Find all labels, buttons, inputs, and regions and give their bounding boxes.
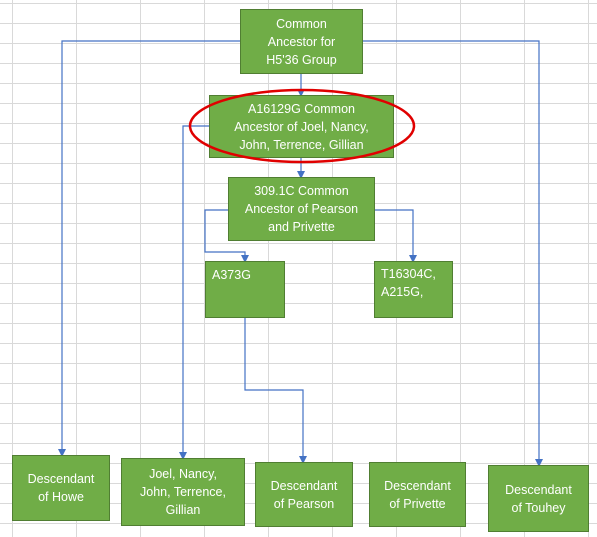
node-label: T16304C, A215G, xyxy=(381,267,436,299)
connector-a373g-to-pearson xyxy=(244,318,307,464)
connector-3091c-to-a373g xyxy=(204,209,249,263)
node-descendant-howe[interactable]: Descendant of Howe xyxy=(12,455,110,521)
node-a16129g[interactable]: A16129G Common Ancestor of Joel, Nancy, … xyxy=(209,95,394,158)
node-descendant-touhey[interactable]: Descendant of Touhey xyxy=(488,465,589,532)
node-descendant-pearson[interactable]: Descendant of Pearson xyxy=(255,462,353,527)
connector-root-to-touhey xyxy=(363,40,543,467)
node-common-ancestor-h5-36[interactable]: Common Ancestor for H5'36 Group xyxy=(240,9,363,74)
node-label: Descendant of Touhey xyxy=(505,482,572,515)
node-label: Joel, Nancy, John, Terrence, Gillian xyxy=(140,467,226,517)
node-label: A16129G Common Ancestor of Joel, Nancy, … xyxy=(234,101,369,152)
node-a373g[interactable]: A373G xyxy=(205,261,285,318)
node-label: 309.1C Common Ancestor of Pearson and Pr… xyxy=(244,184,359,234)
node-label: A373G xyxy=(212,268,251,282)
node-descendant-privette[interactable]: Descendant of Privette xyxy=(369,462,466,527)
node-label: Descendant of Pearson xyxy=(270,478,338,511)
connector-root-to-howe xyxy=(58,40,240,457)
node-309-1c[interactable]: 309.1C Common Ancestor of Pearson and Pr… xyxy=(228,177,375,241)
node-label: Descendant of Howe xyxy=(27,472,95,504)
node-joel-nancy-john-terrence-gillian[interactable]: Joel, Nancy, John, Terrence, Gillian xyxy=(121,458,245,526)
connector-3091c-to-t16304c xyxy=(375,209,417,263)
node-label: Descendant of Privette xyxy=(384,478,451,511)
node-label: Common Ancestor for H5'36 Group xyxy=(266,16,337,67)
node-t16304c[interactable]: T16304C, A215G, xyxy=(374,261,453,318)
